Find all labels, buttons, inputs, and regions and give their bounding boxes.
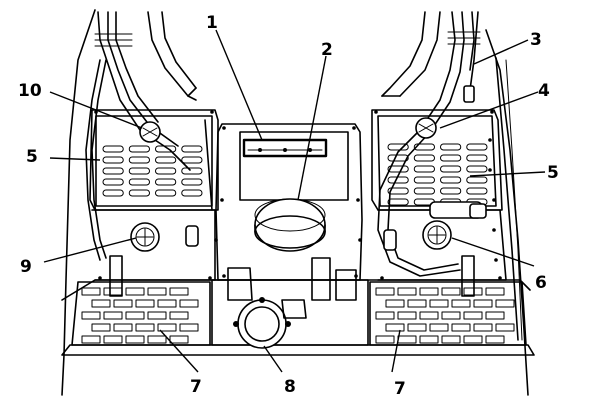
callout-9: 9	[20, 257, 32, 277]
callout-5-left: 5	[26, 147, 38, 167]
callout-4: 4	[538, 81, 550, 101]
callout-7-left: 7	[190, 377, 202, 397]
intake-grille-left	[71, 255, 211, 346]
curved-pipe-right	[381, 11, 441, 97]
callout-1: 1	[206, 13, 218, 33]
intake-grille-right	[369, 255, 527, 346]
lower-center-deck	[211, 257, 369, 349]
radiator-grille-right	[371, 109, 503, 211]
rivets	[94, 110, 502, 280]
cable-bundle-left	[85, 11, 191, 261]
leader-lines	[43, 29, 546, 373]
filler-panel-right	[377, 201, 507, 281]
callout-2: 2	[321, 40, 333, 60]
callout-5-right: 5	[547, 163, 559, 183]
callout-labels: 1 2 3 4 5 5 6 7 7 8 9 10	[18, 13, 559, 399]
callout-10: 10	[18, 81, 42, 101]
callout-8: 8	[284, 377, 296, 397]
callout-6: 6	[535, 273, 547, 293]
hull-outline	[61, 9, 535, 396]
curved-pipe-left	[147, 11, 197, 101]
callout-7-right: 7	[394, 379, 406, 399]
cable-bundle-right	[377, 11, 481, 277]
center-access-plate	[215, 123, 363, 281]
callout-3: 3	[530, 30, 542, 50]
radiator-grille-left	[89, 109, 219, 211]
filler-panel-left	[91, 209, 216, 281]
